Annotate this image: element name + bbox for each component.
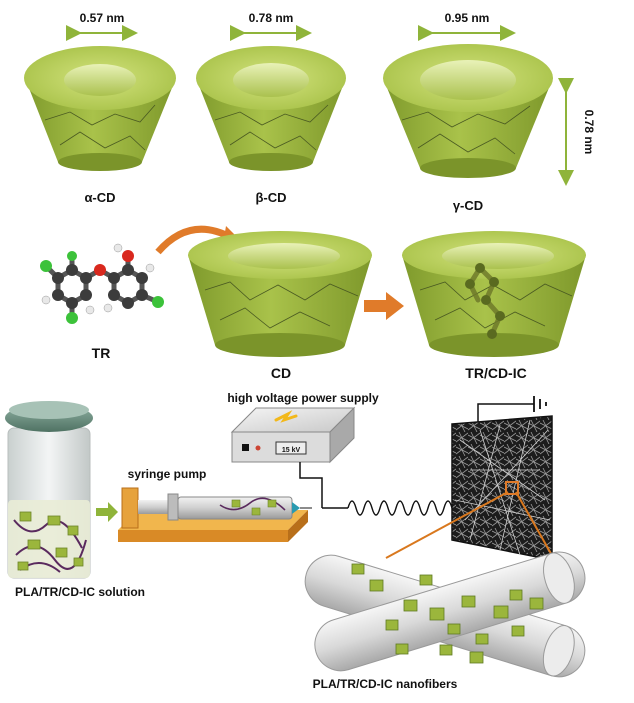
tr-molecule [40, 243, 164, 324]
solution-label: PLA/TR/CD-IC solution [15, 585, 145, 599]
power-supply-label: high voltage power supply [227, 391, 379, 405]
feed-arrow [96, 502, 118, 522]
solution-jar [5, 401, 93, 579]
gamma-cd-cone [383, 44, 553, 178]
beta-width-label: 0.78 nm [249, 11, 294, 25]
block-arrow [364, 292, 404, 320]
complex-label: TR/CD-IC [465, 365, 526, 381]
height-label: 0.78 nm [582, 110, 596, 155]
ground-icon [533, 396, 547, 412]
inclusion-complex-cone [402, 231, 586, 357]
positive-wire [299, 462, 323, 508]
gamma-width-label: 0.95 nm [445, 11, 490, 25]
ground-wire [477, 403, 534, 428]
curved-arrow [155, 225, 234, 255]
tr-label: TR [92, 345, 111, 361]
beta-cd-cone [196, 46, 346, 171]
cd-label: CD [271, 365, 291, 381]
nanofiber-label: PLA/TR/CD-IC nanofibers [313, 677, 458, 691]
alpha-cd-label: α-CD [84, 190, 115, 205]
voltage-display: 15 kV [282, 447, 301, 454]
zoom-line-left [385, 491, 509, 559]
syringe-pump [118, 487, 312, 542]
nanofibers [304, 551, 586, 678]
collector-sem-image [451, 415, 553, 561]
cd-large-cone [188, 231, 372, 357]
power-supply-box [230, 406, 356, 464]
alpha-cd-cone [24, 46, 176, 171]
gamma-cd-label: γ-CD [453, 198, 483, 213]
beta-cd-label: β-CD [255, 190, 286, 205]
alpha-width-label: 0.57 nm [80, 11, 125, 25]
jet-spiral [347, 500, 453, 516]
pump-label: syringe pump [128, 467, 207, 481]
